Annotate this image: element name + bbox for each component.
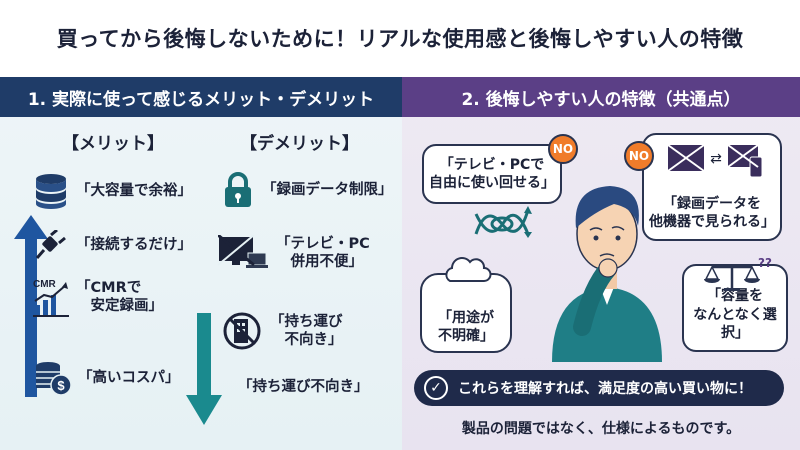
check-circle-icon: ✓ xyxy=(424,376,448,400)
speech-bubble-reuse: 「テレビ・PCで 自由に使い回せる」 xyxy=(422,144,562,204)
thinking-person-illustration xyxy=(552,186,662,362)
merit-item-capacity: 「大容量で余裕」 xyxy=(34,172,192,210)
demerit-item-tv-pc: 「テレビ・PC 併用不便」 xyxy=(218,235,370,271)
arrow-down-icon xyxy=(186,313,222,425)
merit-label: 「大容量で余裕」 xyxy=(76,182,192,199)
merit-label: 「CMRで 安定録画」 xyxy=(76,279,163,314)
no-building-icon xyxy=(223,312,261,350)
merit-item-connect: 「接続するだけ」 xyxy=(36,230,192,260)
cmr-chart-label: CMR xyxy=(33,279,57,290)
demerit-item-portability: 「持ち運び 不向き」 xyxy=(222,311,343,351)
database-icon xyxy=(36,174,66,209)
demerit-label: 「持ち運び不向き」 xyxy=(238,379,369,395)
footnote: 製品の問題ではなく、仕様によるものです。 xyxy=(461,421,741,437)
banner-text: これらを理解すれば、満足度の高い買い物に！ xyxy=(458,381,752,397)
padlock-icon xyxy=(225,172,251,207)
merit-label: 「接続するだけ」 xyxy=(76,236,192,253)
cmr-chart-icon: CMR xyxy=(33,279,69,317)
svg-text:⇄: ⇄ xyxy=(710,151,722,167)
crossed-devices-icon: ⇄ xyxy=(667,144,763,178)
coins-dollar-icon: $ xyxy=(36,362,72,396)
merits-demerits-panel: 1. 実際に使って感じるメリット・デメリット 【メリット】 【デメリット】 「大… xyxy=(0,77,402,450)
merit-item-cost: $ 「高いコスパ」 xyxy=(34,360,180,396)
speech-bubble-other-devices: 「録画データを 他機器で見られる」 xyxy=(642,133,782,241)
svg-text:$: $ xyxy=(57,378,65,393)
demerit-label: 「持ち運び 不向き」 xyxy=(270,313,343,348)
tangled-arrows-icon xyxy=(474,206,532,238)
no-badge: NO xyxy=(624,141,654,171)
balance-scale-icon: ?? xyxy=(704,257,772,291)
demerit-item-restriction: 「録画データ制限」 xyxy=(222,172,393,208)
arrow-up-icon xyxy=(14,215,48,397)
svg-text:??: ?? xyxy=(758,257,772,270)
speech-bubble-capacity-choice: 「容量を なんとなく選択」 xyxy=(682,264,788,352)
panel-header-left: 1. 実際に使って感じるメリット・デメリット xyxy=(0,77,402,117)
demerits-title: 【デメリット】 xyxy=(240,134,359,154)
panel-header-right: 2. 後悔しやすい人の特徴（共通点） xyxy=(402,77,800,117)
page-title: 買ってから後悔しないために！リアルな使用感と後悔しやすい人の特徴 xyxy=(56,27,744,51)
crossed-tv-pc-icon xyxy=(218,235,268,269)
cloud-icon xyxy=(445,257,492,282)
power-plug-icon xyxy=(36,230,66,259)
thought-bubble-purpose: 「用途が 不明確」 xyxy=(420,273,512,353)
merit-label: 「高いコスパ」 xyxy=(78,369,180,386)
merit-item-cmr: CMR 「CMRで 安定録画」 xyxy=(32,277,163,317)
no-badge: NO xyxy=(548,134,578,164)
demerit-label: 「録画データ制限」 xyxy=(262,181,393,198)
demerit-label: 「テレビ・PC 併用不便」 xyxy=(276,236,370,271)
demerit-item-portability-2: 「持ち運び不向き」 xyxy=(238,378,369,396)
summary-banner: ✓ これらを理解すれば、満足度の高い買い物に！ xyxy=(414,370,784,406)
merits-title: 【メリット】 xyxy=(62,134,164,154)
